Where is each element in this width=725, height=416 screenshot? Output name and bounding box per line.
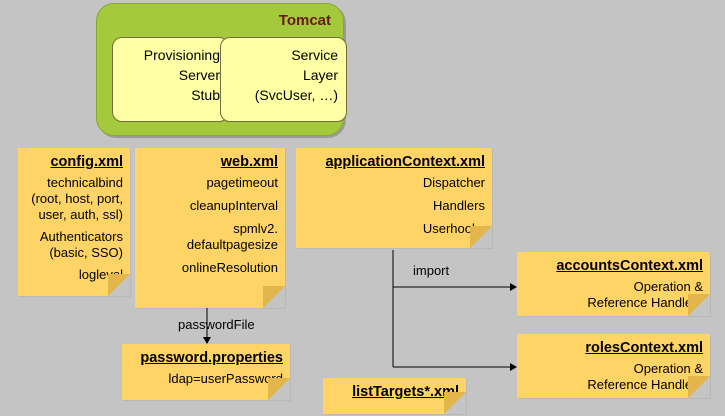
web-item: spmlv2. — [233, 221, 278, 236]
password-file-arrowhead — [203, 337, 211, 344]
provisioning-line-1: Provisioning — [143, 47, 220, 63]
web-xml-title: web.xml — [220, 154, 278, 170]
service-line-3: (SvcUser, …) — [254, 87, 338, 103]
web-xml-note: web.xml pagetimeout cleanupInterval spml… — [135, 148, 285, 308]
password-file-label: passwordFile — [178, 317, 255, 332]
web-item: cleanupInterval — [189, 198, 278, 213]
config-item: technicalbind — [47, 175, 123, 190]
service-line-2: Layer — [302, 67, 338, 83]
web-item: pagetimeout — [206, 175, 278, 190]
config-xml-note: config.xml technicalbind (root, host, po… — [18, 148, 130, 296]
accounts-context-title: accountsContext.xml — [556, 258, 703, 274]
accounts-context-note: accountsContext.xml Operation & Referenc… — [517, 252, 710, 316]
config-xml-title: config.xml — [50, 154, 123, 170]
provisioning-line-2: Server — [178, 67, 220, 83]
provisioning-line-3: Stub — [191, 87, 220, 103]
application-item: Dispatcher — [422, 175, 485, 190]
provisioning-server-stub-box: Provisioning Server Stub — [112, 37, 229, 122]
config-item: Authenticators — [39, 229, 123, 244]
accounts-import-arrowhead — [510, 283, 517, 291]
roles-import-arrowhead — [510, 363, 517, 371]
config-item: user, auth, ssl) — [38, 207, 123, 222]
roles-item: Reference Handlers — [587, 377, 703, 392]
import-label: import — [413, 263, 450, 278]
tomcat-container: Tomcat Provisioning Server Stub Service … — [96, 3, 347, 136]
service-line-1: Service — [291, 47, 338, 63]
web-item: defaultpagesize — [186, 237, 278, 252]
roles-item: Operation & — [633, 361, 703, 376]
list-targets-note: listTargets*.xml — [323, 378, 466, 414]
config-item: (root, host, port, — [31, 191, 123, 206]
service-layer-box: Service Layer (SvcUser, …) — [220, 37, 347, 122]
password-properties-title: password.properties — [140, 350, 283, 366]
tomcat-title: Tomcat — [278, 12, 331, 29]
application-item: Handlers — [432, 198, 485, 213]
password-item: ldap=userPassword — [168, 371, 283, 386]
web-item: onlineResolution — [181, 260, 278, 275]
application-context-title: applicationContext.xml — [325, 154, 485, 170]
roles-context-title: rolesContext.xml — [585, 340, 703, 356]
accounts-item: Reference Handlers — [587, 295, 703, 310]
config-item: (basic, SSO) — [49, 245, 123, 260]
accounts-item: Operation & — [633, 279, 703, 294]
list-targets-title: listTargets*.xml — [352, 384, 459, 400]
roles-context-note: rolesContext.xml Operation & Reference H… — [517, 334, 710, 398]
password-properties-note: password.properties ldap=userPassword — [122, 344, 290, 400]
application-context-note: applicationContext.xml Dispatcher Handle… — [296, 148, 492, 248]
